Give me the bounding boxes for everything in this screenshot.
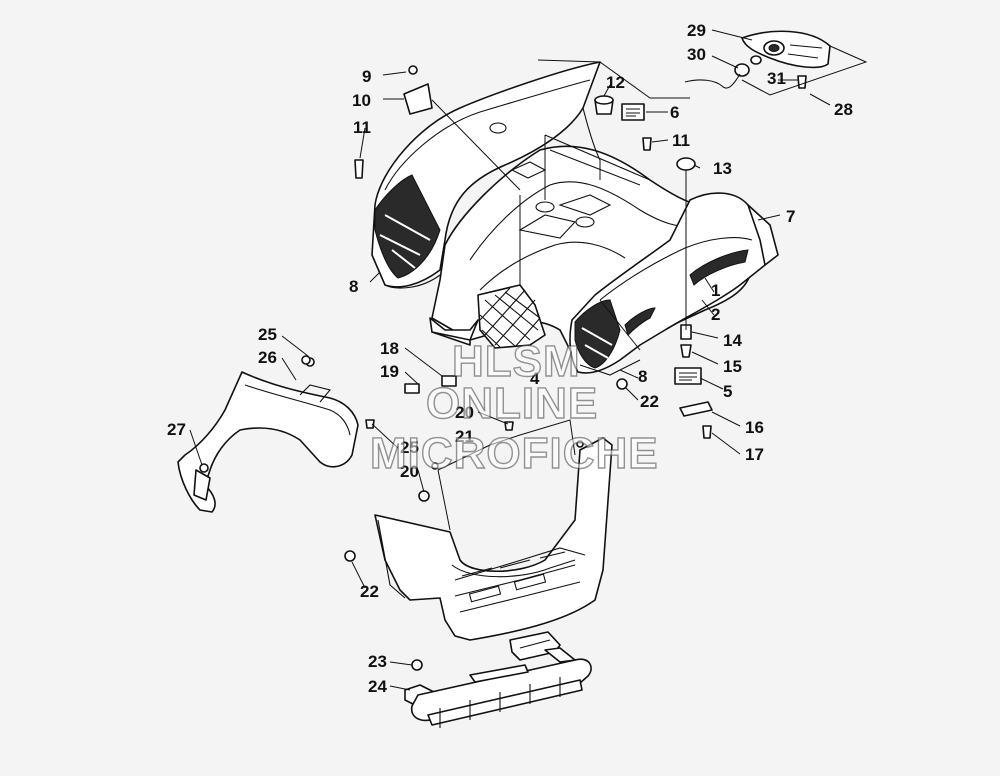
watermark-line-2: ONLINE	[426, 379, 598, 428]
callout-25-mid: 25	[400, 438, 419, 457]
leader-lines	[189, 29, 831, 691]
callout-25-left: 25	[258, 325, 277, 344]
callout-18: 18	[380, 339, 399, 358]
left-splash-guard	[177, 357, 359, 513]
callout-24: 24	[368, 677, 387, 696]
callout-20-lower: 20	[400, 462, 419, 481]
watermark: HLSM ONLINE MICROFICHE	[369, 336, 659, 478]
callout-4: 4	[530, 369, 540, 388]
callout-6: 6	[670, 103, 679, 122]
callout-16: 16	[745, 418, 764, 437]
watermark-line-3: MICROFICHE	[370, 429, 659, 478]
callout-13: 13	[713, 159, 732, 178]
footwell-fasteners	[301, 355, 430, 562]
callout-12: 12	[606, 73, 625, 92]
callout-22-right: 22	[640, 392, 659, 411]
callout-23: 23	[368, 652, 387, 671]
callout-labels: 1 2 4 5 6 7 8 8 9 10 11 11 12 13 14 15 1…	[167, 21, 853, 696]
watermark-line-1: HLSM	[452, 337, 581, 386]
callout-19: 19	[380, 362, 399, 381]
callout-7: 7	[786, 207, 795, 226]
callout-8-left: 8	[349, 277, 358, 296]
callout-1: 1	[711, 281, 720, 300]
callout-20-upper: 20	[455, 403, 474, 422]
callout-30: 30	[687, 45, 706, 64]
callout-29: 29	[687, 21, 706, 40]
callout-8-right: 8	[638, 367, 647, 386]
rear-fender	[371, 61, 779, 376]
callout-2: 2	[711, 305, 720, 324]
callout-5: 5	[723, 382, 732, 401]
tail-light-assembly	[684, 30, 868, 96]
callout-9: 9	[362, 67, 371, 86]
rear-rack-bar	[404, 631, 592, 728]
callout-10: 10	[352, 91, 371, 110]
footwell	[374, 419, 613, 641]
callout-21: 21	[455, 427, 474, 446]
callout-26: 26	[258, 348, 277, 367]
fender-hardware	[354, 65, 713, 439]
callout-14: 14	[723, 331, 742, 350]
callout-31: 31	[767, 69, 786, 88]
callout-11-right: 11	[672, 131, 690, 150]
callout-22-left: 22	[360, 582, 379, 601]
callout-28: 28	[834, 100, 853, 119]
callout-27: 27	[167, 420, 186, 439]
callout-17: 17	[745, 445, 764, 464]
callout-11-left: 11	[353, 118, 371, 137]
callout-15: 15	[723, 357, 742, 376]
